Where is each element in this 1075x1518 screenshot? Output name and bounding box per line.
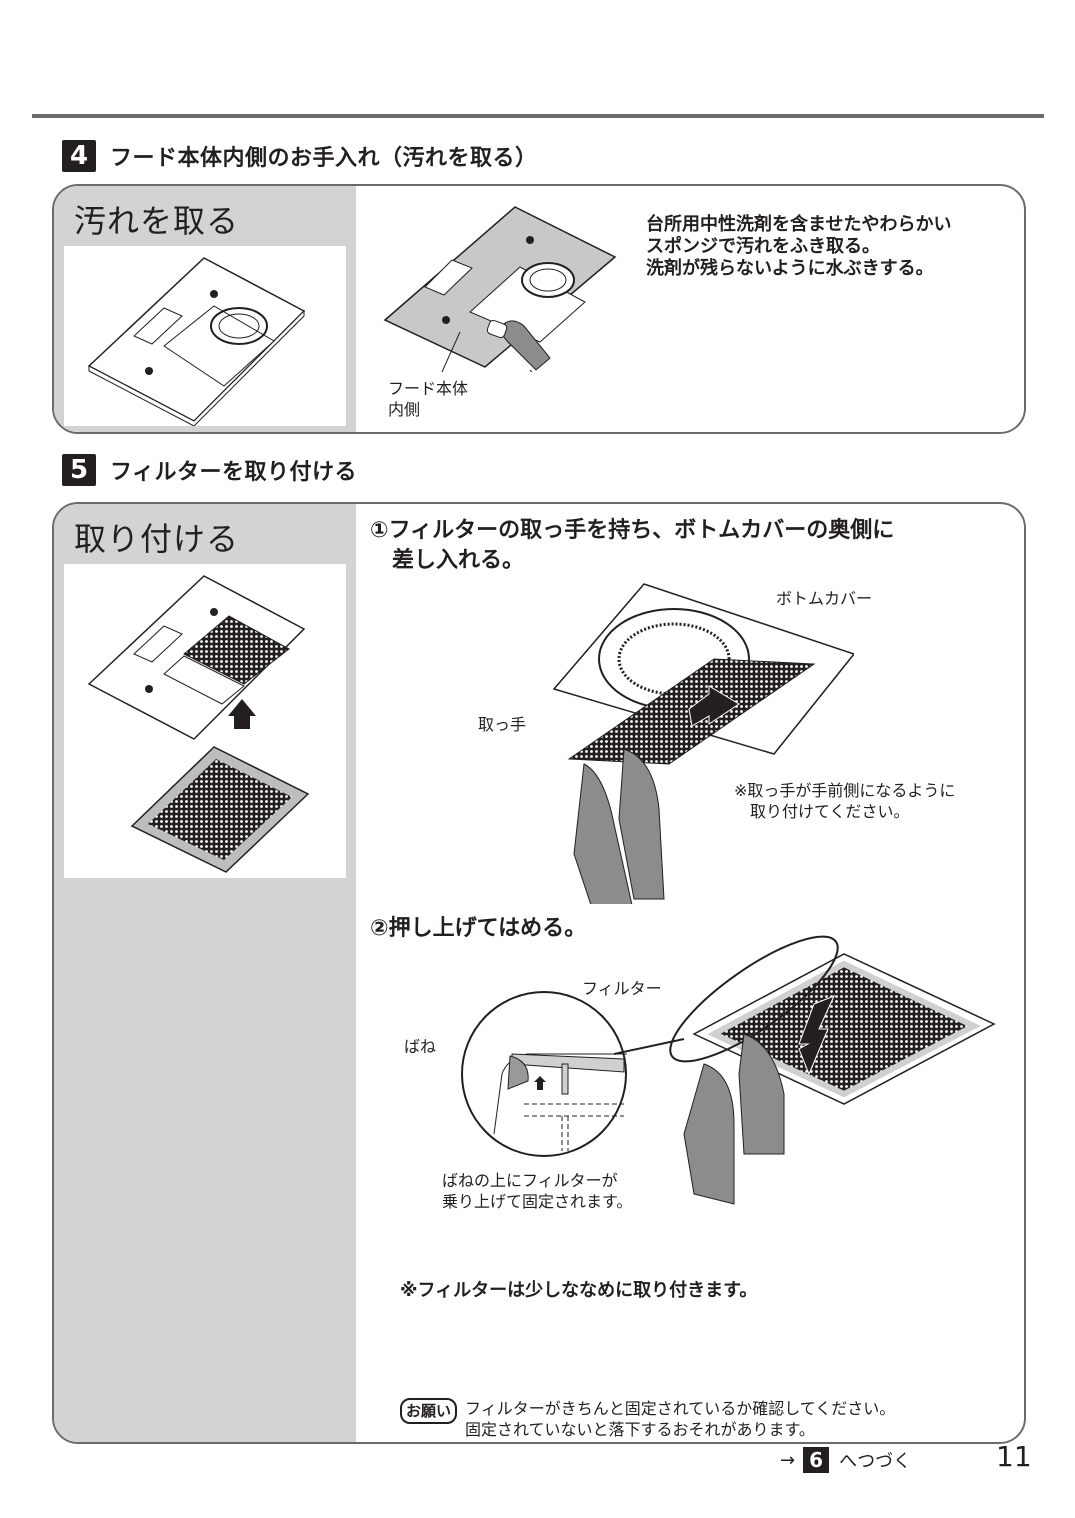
- filter-label: フィルター: [582, 979, 662, 998]
- continue-text: へつづく: [839, 1451, 912, 1472]
- substep-1-text: ①フィルターの取っ手を持ち、ボトムカバーの奥側に 差し入れる。: [370, 516, 894, 576]
- instruction-line: スポンジで汚れをふき取る。: [646, 236, 880, 257]
- page-number: 11: [996, 1440, 1032, 1473]
- push-up-filter-illustration: [614, 935, 996, 1205]
- step-5-number: 5: [62, 454, 96, 486]
- step-5-heading: 5 フィルターを取り付ける: [62, 454, 357, 486]
- request-line: フィルターがきちんと固定されているか確認してください。: [465, 1399, 896, 1418]
- request-notice: お願い フィルターがきちんと固定されているか確認してください。 固定されていない…: [400, 1398, 895, 1440]
- hood-overview-image: [64, 246, 346, 426]
- slant-note: ※フィルターは少しななめに取り付きます。: [400, 1280, 758, 1301]
- step-5-panel: 取り付ける ①フィルターの取っ手を持ち、ボトムカバーの奥側に 差し入れる。: [52, 502, 1026, 1444]
- instruction-line: 台所用中性洗剤を含ませたやわらかい: [646, 214, 952, 235]
- bottom-cover-label: ボトムカバー: [776, 589, 873, 608]
- note-line: ※取っ手が手前側になるように: [734, 781, 956, 800]
- caption-line: ばねの上にフィルターが: [442, 1171, 618, 1190]
- request-text: フィルターがきちんと固定されているか確認してください。 固定されていないと落下す…: [465, 1398, 895, 1440]
- spring-caption: ばねの上にフィルターが 乗り上げて固定されます。: [442, 1170, 632, 1212]
- caption-line: 乗り上げて固定されます。: [442, 1192, 633, 1211]
- step-4-side-title: 汚れを取る: [74, 202, 240, 240]
- request-line: 固定されていないと落下するおそれがあります。: [465, 1420, 815, 1439]
- next-step-number: 6: [803, 1447, 830, 1473]
- substep-line: 差し入れる。: [370, 548, 525, 573]
- note-line: 取り付けてください。: [734, 802, 910, 821]
- wiping-hood-illustration: [383, 206, 617, 372]
- filter-overview-image: [64, 564, 346, 878]
- step-5-title: フィルターを取り付ける: [110, 460, 358, 485]
- label-line: フード本体: [388, 379, 469, 398]
- step-4-instructions: 台所用中性洗剤を含ませたやわらかい スポンジで汚れをふき取る。 洗剤が残らないよ…: [646, 214, 951, 280]
- step-4-title: フード本体内側のお手入れ（汚れを取る）: [110, 146, 538, 171]
- filter-install-diagram-icon: [87, 575, 310, 873]
- hood-inner-label: フード本体 内側: [388, 378, 468, 420]
- hood-diagram-icon: [87, 257, 306, 426]
- handle-orientation-note: ※取っ手が手前側になるように 取り付けてください。: [734, 780, 955, 822]
- insert-filter-illustration: [552, 583, 854, 904]
- continue-footer: → 6 へつづく: [780, 1447, 911, 1473]
- step-4-heading: 4 フード本体内側のお手入れ（汚れを取る）: [62, 140, 538, 172]
- request-badge: お願い: [400, 1398, 458, 1424]
- spring-label: ばね: [404, 1037, 437, 1056]
- top-rule: [32, 114, 1044, 118]
- step-4-panel: 汚れを取る フード本体 内側 台所用中性洗剤を含ませたやわらかい スポンジで汚れ: [52, 184, 1026, 434]
- substep-2-text: ②押し上げてはめる。: [370, 916, 587, 941]
- step-5-side-title: 取り付ける: [74, 520, 240, 558]
- spring-detail-circle: [461, 991, 627, 1157]
- substep-line: ①フィルターの取っ手を持ち、ボトムカバーの奥側に: [370, 518, 895, 543]
- handle-label: 取っ手: [478, 715, 527, 734]
- arrow-right-icon: →: [780, 1449, 796, 1471]
- label-line: 内側: [388, 400, 421, 419]
- step-4-number: 4: [62, 140, 96, 172]
- instruction-line: 洗剤が残らないように水ぶきする。: [646, 258, 934, 279]
